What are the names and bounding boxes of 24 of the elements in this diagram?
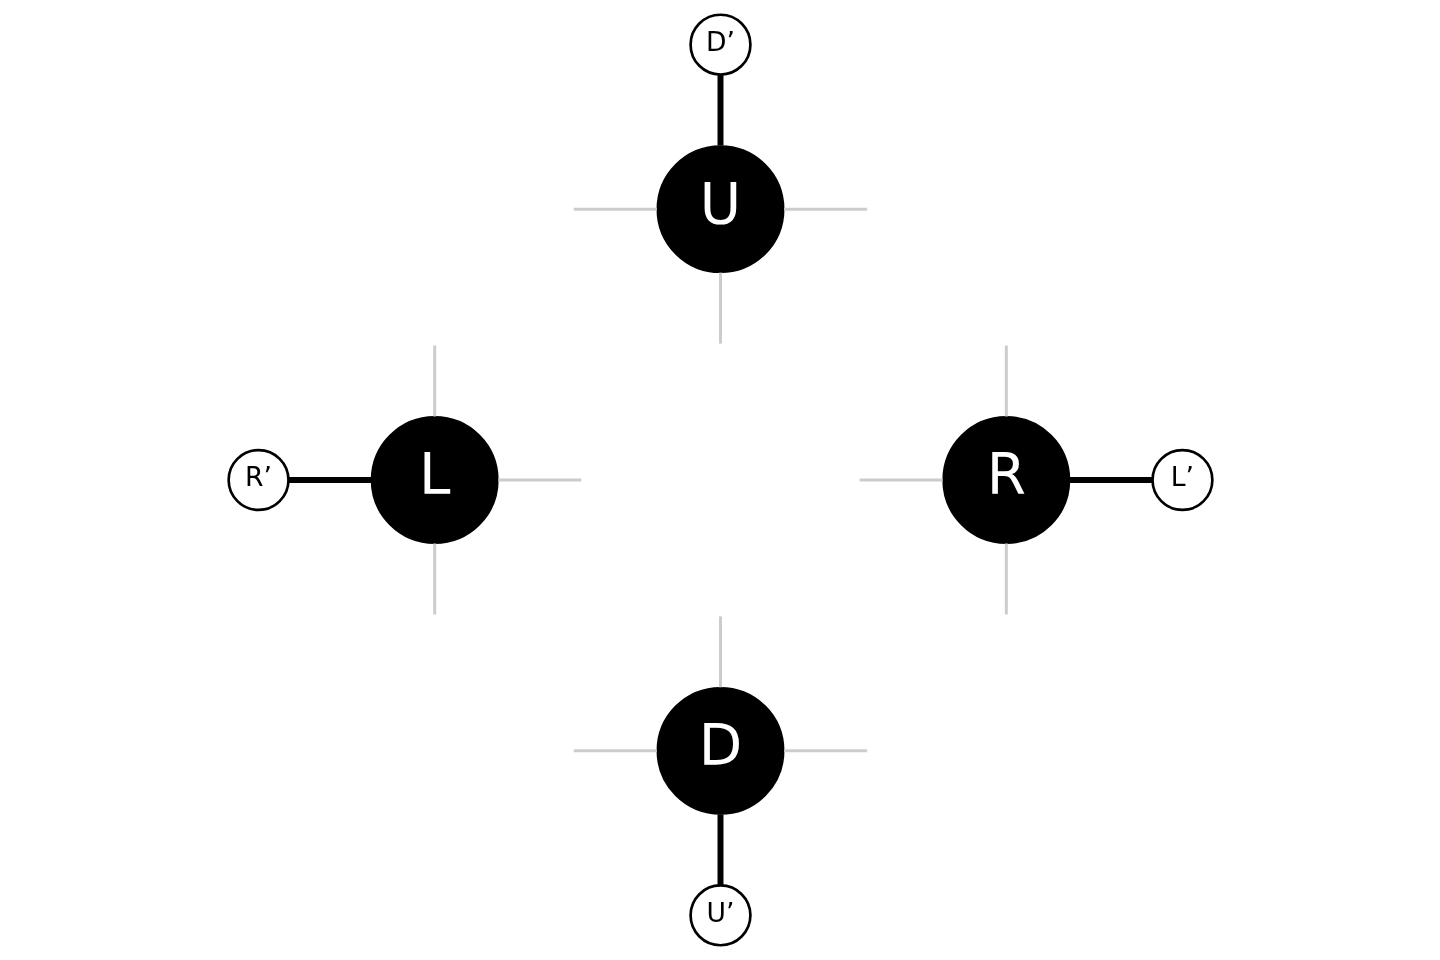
connector — [1004, 543, 1008, 615]
node-circle: L — [370, 416, 499, 544]
connector — [859, 478, 943, 482]
node-circle: D — [656, 686, 784, 815]
node-circle: R — [941, 416, 1070, 544]
node-circle: R’ — [226, 448, 290, 512]
connector — [432, 345, 436, 417]
connector — [573, 749, 657, 753]
connector — [718, 616, 722, 688]
connector — [1004, 345, 1008, 417]
node-circle: U — [656, 145, 784, 274]
connector — [432, 543, 436, 615]
connector — [573, 207, 657, 211]
connector — [288, 477, 371, 483]
connector — [783, 749, 867, 753]
connector — [717, 75, 723, 146]
connector — [783, 207, 867, 211]
connector — [1069, 477, 1152, 483]
node-circle: U’ — [688, 884, 752, 947]
connector — [497, 478, 581, 482]
connector — [717, 814, 723, 886]
node-circle: D’ — [688, 13, 752, 76]
node-circle: L’ — [1150, 448, 1214, 512]
connector — [718, 272, 722, 344]
